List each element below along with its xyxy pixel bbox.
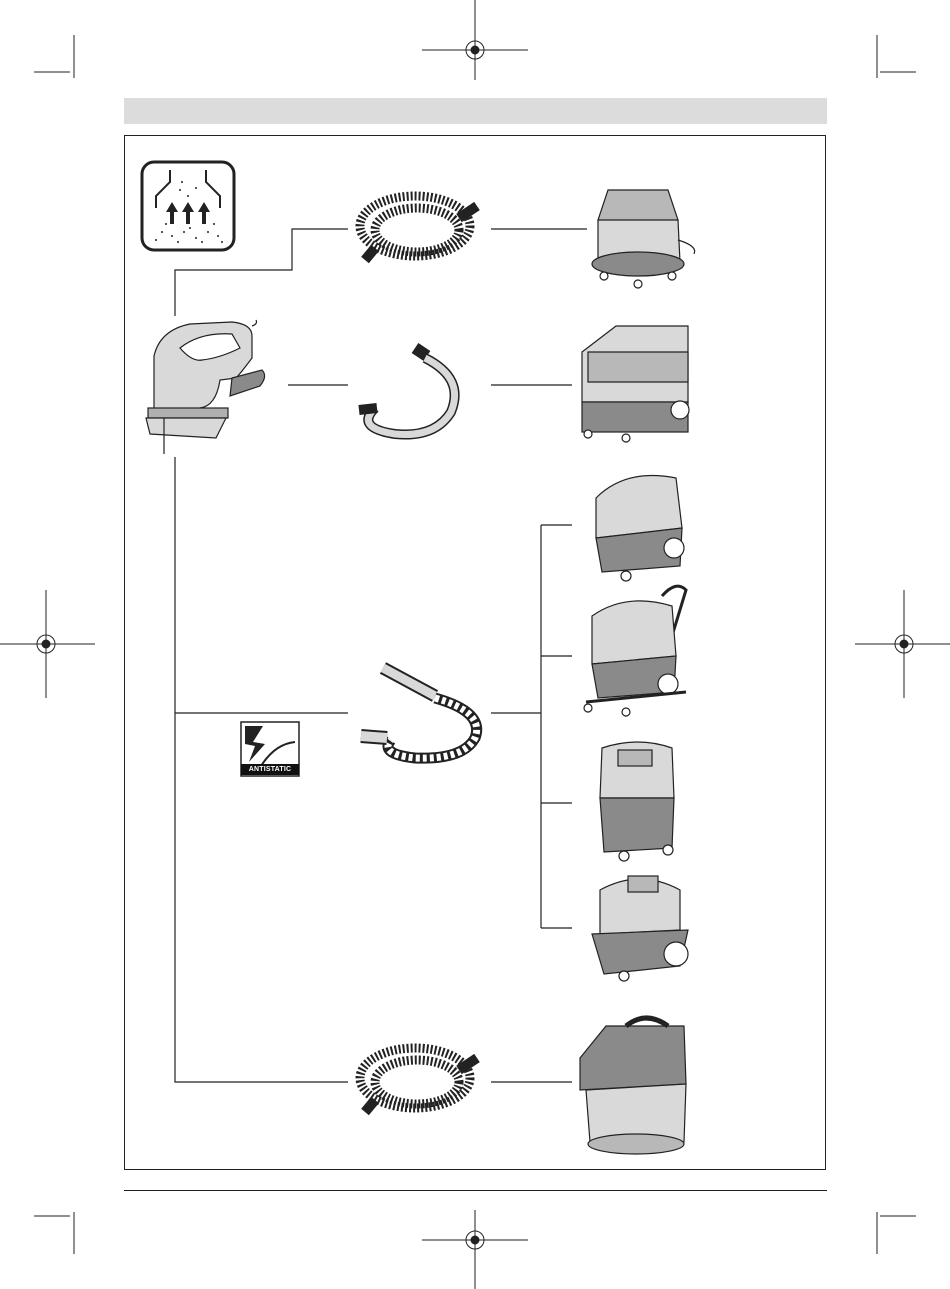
hose-icon bbox=[360, 1048, 477, 1112]
antistatic-hose-icon bbox=[361, 668, 477, 758]
dust-extractor-icon bbox=[592, 876, 688, 981]
dust-extractor-icon bbox=[600, 742, 674, 861]
dust-extraction-icon bbox=[142, 162, 234, 250]
dust-extractor-icon bbox=[592, 190, 695, 288]
dust-extractor-icon bbox=[582, 326, 689, 442]
jigsaw-icon bbox=[146, 320, 265, 454]
hose-icon bbox=[360, 196, 477, 260]
hose-icon bbox=[359, 348, 455, 435]
dust-extractor-icon bbox=[596, 476, 684, 582]
dust-extractor-icon bbox=[580, 1018, 686, 1154]
dust-extractor-icon bbox=[584, 586, 686, 716]
antistatic-label: ANTISTATIC bbox=[241, 764, 299, 775]
